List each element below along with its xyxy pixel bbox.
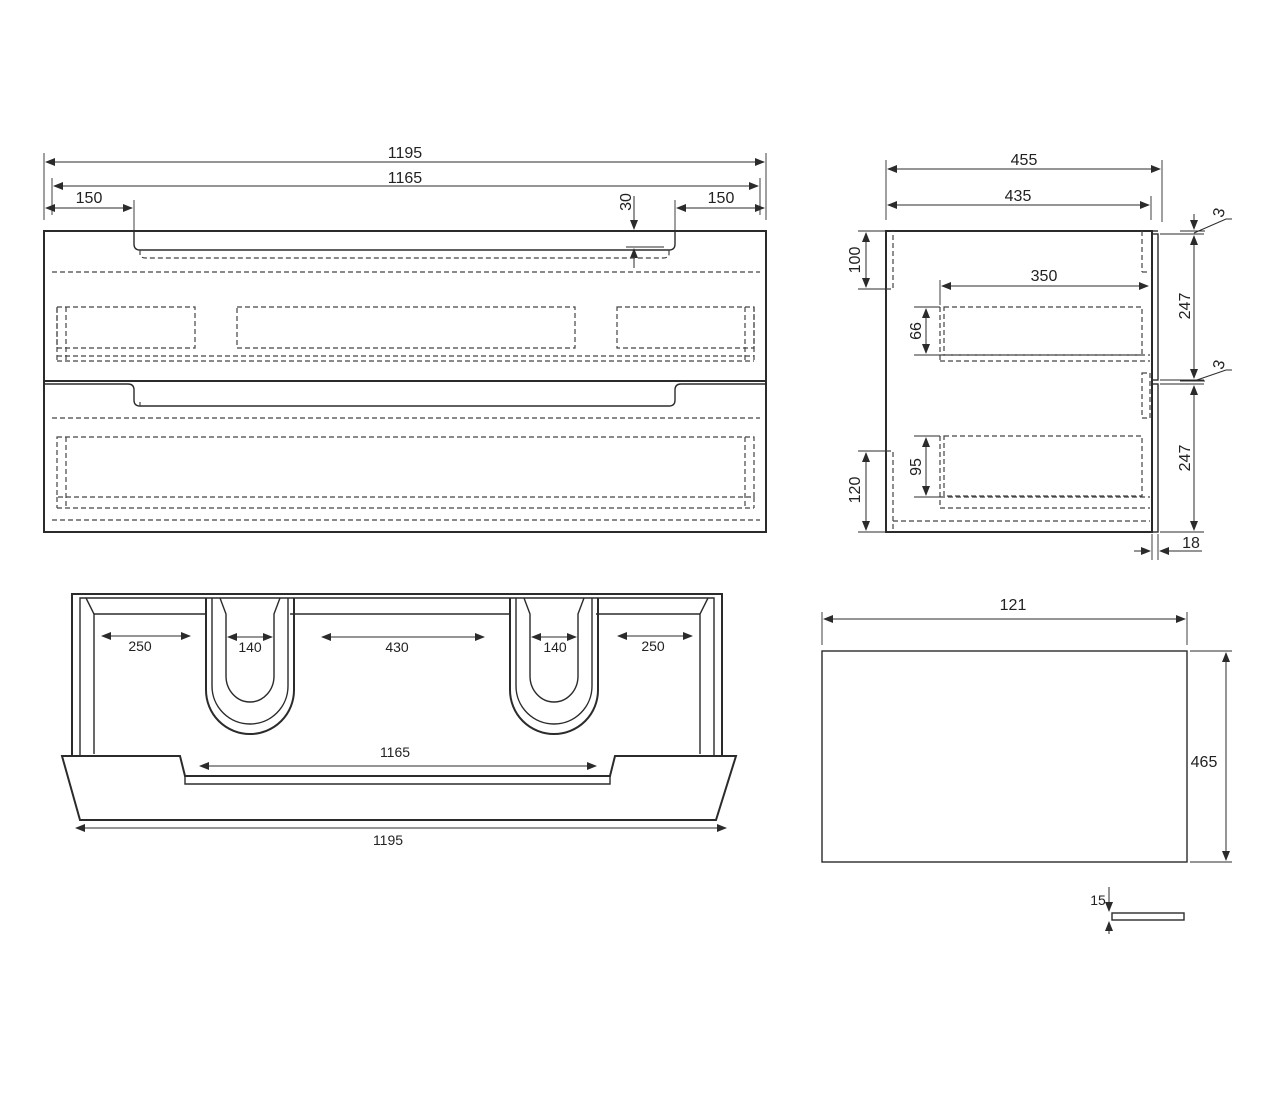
label-lower-drawer-height: 95 [908, 458, 925, 476]
label-upper-front: 247 [1177, 293, 1194, 320]
dimension-right-bowl: 140 [531, 633, 577, 655]
label-panel-width: 121 [1000, 597, 1027, 614]
dimension-front-thickness: 18 [1134, 534, 1202, 560]
label-left-bowl: 140 [238, 639, 262, 655]
label-front-thickness: 18 [1182, 535, 1200, 552]
label-top-rail: 100 [847, 247, 864, 274]
front-view: 1195 1165 150 150 30 [43, 145, 767, 533]
dimension-lower-drawer-height: 95 [908, 435, 940, 498]
dimension-panel-thickness: 15 [1090, 887, 1185, 934]
dimension-right-handle-offset: 150 [674, 190, 765, 232]
lower-drawer-front [1151, 383, 1159, 533]
dimension-upper-drawer-height: 66 [908, 306, 940, 356]
top-drawer-handle [133, 231, 676, 251]
dimension-top-rail: 100 [847, 230, 886, 290]
label-inner-depth: 435 [1005, 188, 1032, 205]
dimension-left-handle-offset: 150 [45, 190, 135, 232]
panel-view: 121 465 15 [821, 597, 1232, 934]
dimension-left-shelf: 250 [101, 632, 191, 654]
dimension-upper-front: 247 [1160, 233, 1204, 381]
dimension-drawer-depth: 350 [939, 268, 1149, 305]
label-top-gap: 3 [1210, 206, 1229, 219]
dimension-right-shelf: 250 [617, 632, 693, 654]
carcass-side [885, 230, 1153, 533]
label-overall-depth: 455 [1011, 152, 1038, 169]
dimension-middle-gap: 3 [1180, 358, 1232, 382]
dimension-inner-width: 1165 [51, 170, 761, 215]
label-basin-inner-length: 1165 [380, 744, 410, 760]
label-inner-width: 1165 [388, 170, 423, 187]
label-basin-overall-length: 1195 [373, 832, 403, 848]
dimension-overall-width: 1195 [43, 145, 767, 220]
label-handle-depth: 30 [618, 193, 635, 211]
left-bowl [205, 597, 295, 735]
label-bottom-rail: 120 [847, 477, 864, 504]
label-panel-depth: 465 [1191, 754, 1218, 771]
basin-top-view: 250 140 430 140 250 1165 1195 [60, 593, 738, 848]
panel-edge-profile [1111, 912, 1185, 921]
label-left-shelf: 250 [128, 638, 152, 654]
dimension-panel-width: 121 [821, 597, 1188, 645]
dimension-basin-overall-length: 1195 [75, 824, 727, 848]
dimension-top-gap: 3 [1180, 206, 1232, 234]
right-bowl [509, 597, 599, 735]
label-right-bowl: 140 [543, 639, 567, 655]
label-overall-width: 1195 [388, 145, 423, 162]
dimension-basin-inner-length: 1165 [199, 744, 597, 770]
dimension-center-shelf: 430 [321, 633, 485, 655]
label-center-shelf: 430 [385, 639, 409, 655]
dimension-lower-front: 247 [1160, 383, 1204, 533]
upper-drawer-front [1151, 233, 1159, 381]
label-middle-gap: 3 [1210, 358, 1229, 371]
panel-outline [821, 650, 1188, 863]
dimension-inner-depth: 435 [887, 188, 1152, 220]
label-lower-front: 247 [1177, 445, 1194, 472]
label-left-handle-offset: 150 [76, 190, 103, 207]
side-view: 455 435 350 [847, 152, 1232, 560]
label-right-handle-offset: 150 [708, 190, 735, 207]
label-right-shelf: 250 [641, 638, 665, 654]
dimension-left-bowl: 140 [227, 633, 273, 655]
label-upper-drawer-height: 66 [908, 322, 925, 340]
dimension-overall-depth: 455 [885, 152, 1163, 222]
label-panel-thickness: 15 [1090, 892, 1106, 908]
dimension-bottom-rail: 120 [847, 450, 886, 533]
bottom-drawer-handle [44, 383, 766, 407]
label-drawer-depth: 350 [1031, 268, 1058, 285]
basin-front-lip [60, 755, 738, 821]
dimension-panel-depth: 465 [1190, 650, 1232, 863]
